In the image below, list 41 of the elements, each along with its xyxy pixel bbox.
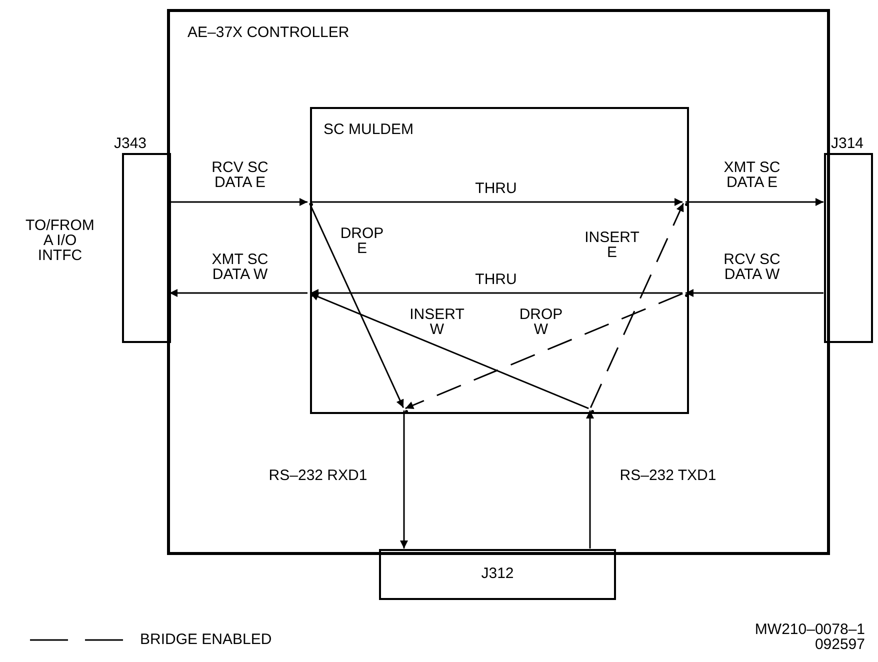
legend-label: BRIDGE ENABLED (140, 632, 272, 647)
arrow (310, 289, 682, 297)
dashed-arrow (590, 203, 684, 408)
arrow (686, 289, 824, 297)
box-title: SC MULDEM (324, 120, 414, 138)
edge-label: RS–232 RXD1 (268, 468, 368, 483)
edge-label: RCV SC DATA E (210, 160, 270, 190)
arrow (586, 410, 594, 548)
date-code: 092597 (814, 637, 865, 652)
arrow (170, 289, 308, 297)
edge-label: RCV SC DATA W (722, 252, 782, 282)
box-title: J312 (480, 565, 515, 582)
junction-point (685, 203, 688, 206)
box-title: J314 (831, 135, 864, 152)
edge-label: XMT SC DATA E (722, 160, 782, 190)
edge-label: THRU (474, 181, 518, 196)
dashed-arrow (405, 292, 683, 410)
edge-label: THRU (474, 272, 518, 287)
junction-point (685, 294, 688, 297)
junction-point (310, 203, 313, 206)
interface-note: TO/FROM A I/O INTFC (24, 218, 96, 263)
drawing-number: MW210–0078–1 (754, 622, 865, 637)
controller-box (166, 8, 830, 554)
connector-box (379, 549, 616, 600)
edge-label: DROP E (340, 226, 384, 256)
junction-point (591, 410, 594, 413)
arrow (170, 198, 308, 206)
arrow (686, 198, 824, 206)
edge-label: INSERT E (584, 230, 640, 260)
arrow (308, 203, 404, 408)
edge-label: INSERT W (410, 307, 464, 337)
edge-label: DROP W (518, 307, 564, 337)
edge-label: XMT SC DATA W (210, 252, 270, 282)
arrow (400, 410, 408, 548)
junction-point (405, 410, 408, 413)
arrow (310, 198, 682, 206)
arrow (310, 292, 589, 410)
module-box (310, 106, 688, 414)
edge-label: RS–232 TXD1 (618, 468, 718, 483)
box-title: AE–37X CONTROLLER (188, 24, 350, 40)
box-title: J343 (114, 135, 147, 152)
